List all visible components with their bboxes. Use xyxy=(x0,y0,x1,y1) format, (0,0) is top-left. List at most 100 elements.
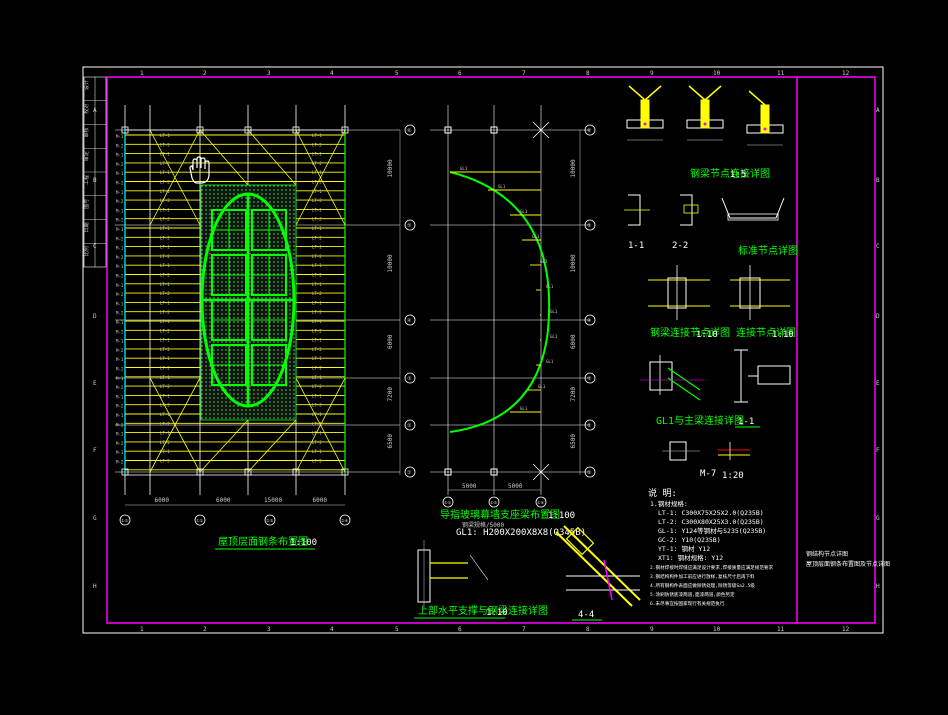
member-label: LT-1 xyxy=(160,189,170,194)
section-1-1-b: 1-1 xyxy=(734,349,791,428)
dim-label: 6000 xyxy=(155,497,170,504)
dim-label: 5000 xyxy=(508,483,523,490)
border-row-right-F: F xyxy=(876,447,880,454)
member-label: LT-1 xyxy=(160,449,170,454)
member-label: LT-2 xyxy=(312,217,322,222)
axis-bubble xyxy=(404,314,416,326)
border-row-right-D: D xyxy=(876,313,880,320)
note-line: XT1: 钢材规格: Y12 xyxy=(658,553,723,562)
member-label: LT-2 xyxy=(312,310,322,315)
member-label: M-1 xyxy=(116,208,124,213)
axis-label: ①① xyxy=(196,518,204,523)
axis-label: ③ xyxy=(587,376,592,382)
axis-label: ②③ xyxy=(266,518,274,523)
member-label: LT-1 xyxy=(312,412,322,417)
column-marker xyxy=(341,126,349,134)
strip-label: 图号 xyxy=(84,199,90,209)
column-marker xyxy=(292,468,300,476)
dim-label: 7200 xyxy=(570,387,577,402)
sheet-outer-border xyxy=(82,66,884,634)
member-label: LT-1 xyxy=(160,245,170,250)
axis-label: ③ xyxy=(407,376,412,382)
svg-text:1:20: 1:20 xyxy=(722,471,744,481)
beam-label: GL1 xyxy=(540,259,548,264)
member-label: LT-1 xyxy=(160,338,170,343)
bracing-member xyxy=(532,463,550,481)
dim-label: 6500 xyxy=(387,434,394,449)
general-notes: 说 明: 1.钢材规格:LT-1: C300X75X25X2.0(Q235B)L… xyxy=(648,487,774,607)
note-line: YT-1: 钢材 Y12 xyxy=(658,544,710,553)
member-label: LT-1 xyxy=(312,338,322,343)
beam-label: GL1 xyxy=(460,166,468,171)
column-marker xyxy=(292,126,300,134)
member-label: LT-2 xyxy=(312,142,322,147)
member-label: M-2 xyxy=(116,255,124,260)
dim-label: 6500 xyxy=(570,434,577,449)
border-row-B: B xyxy=(93,177,97,184)
axis-bubble xyxy=(535,496,547,508)
member-label: LT-2 xyxy=(312,198,322,203)
section-1-1: 1-1 xyxy=(624,194,650,251)
bracing-member xyxy=(247,129,297,186)
axis-label: ①② xyxy=(444,500,452,505)
plan-right-title: 导指玻璃幕墙支座梁布置图 xyxy=(440,508,560,521)
border-col-bottom-7: 7 xyxy=(522,626,526,633)
svg-text:4-4: 4-4 xyxy=(578,610,594,620)
member-label: LT-2 xyxy=(160,366,170,371)
member-label: LT-1 xyxy=(160,393,170,398)
border-col-6: 6 xyxy=(458,70,462,77)
member-label: LT-2 xyxy=(312,161,322,166)
member-label: M-1 xyxy=(116,432,124,437)
svg-text:1:10: 1:10 xyxy=(486,608,508,618)
axis-bubble xyxy=(264,514,276,526)
member-label: LT-2 xyxy=(312,459,322,464)
beam-label: GL1 xyxy=(550,309,558,314)
bracing-member xyxy=(532,121,550,139)
border-row-C: C xyxy=(93,243,97,250)
member-label: LT-2 xyxy=(160,328,170,333)
column-marker xyxy=(196,468,204,476)
member-label: LT-1 xyxy=(312,152,322,157)
member-label: M-2 xyxy=(116,460,124,465)
member-label: LT-2 xyxy=(160,217,170,222)
strip-label: 工程 xyxy=(83,175,90,185)
column-marker xyxy=(490,126,498,134)
node-brace xyxy=(688,85,706,101)
member-label: LT-1 xyxy=(160,375,170,380)
axis-bubble xyxy=(442,496,454,508)
border-row-F: F xyxy=(93,447,97,454)
svg-text:上部水平支撑与钢梁连接详图: 上部水平支撑与钢梁连接详图 xyxy=(418,604,548,617)
column-marker xyxy=(244,468,252,476)
member-label: LT-2 xyxy=(160,421,170,426)
member-label: M-2 xyxy=(116,441,124,446)
svg-text:标准节点详图: 标准节点详图 xyxy=(738,244,798,257)
axis-label: ① xyxy=(407,470,412,476)
member-label: M-2 xyxy=(116,143,124,148)
member-label: LT-2 xyxy=(312,440,322,445)
border-col-1: 1 xyxy=(140,70,144,77)
border-col-bottom-8: 8 xyxy=(586,626,590,633)
strip-label: 设计 xyxy=(83,80,90,90)
member-label: LT-2 xyxy=(160,254,170,259)
bracing-member xyxy=(199,129,249,186)
member-label: LT-1 xyxy=(160,356,170,361)
member-label: LT-2 xyxy=(312,291,322,296)
member-label: M-1 xyxy=(116,153,124,158)
member-label: M-1 xyxy=(116,227,124,232)
member-label: LT-1 xyxy=(312,319,322,324)
member-label: LT-1 xyxy=(312,431,322,436)
border-col-8: 8 xyxy=(586,70,590,77)
axis-label: ①④ xyxy=(537,500,545,505)
column-marker xyxy=(121,468,129,476)
member-label: M-2 xyxy=(116,218,124,223)
border-col-bottom-9: 9 xyxy=(650,626,654,633)
member-label: LT-1 xyxy=(160,300,170,305)
border-col-9: 9 xyxy=(650,70,654,77)
border-row-A: A xyxy=(93,107,97,114)
member-label: M-1 xyxy=(116,320,124,325)
note-line: 3.钢结构构件加工前应进行放样,复核尺寸后再下料 xyxy=(650,573,755,580)
axis-bubble xyxy=(404,124,416,136)
beam-label: GL1 xyxy=(532,234,540,239)
member-label: M-1 xyxy=(116,264,124,269)
border-row-H: H xyxy=(93,583,97,590)
